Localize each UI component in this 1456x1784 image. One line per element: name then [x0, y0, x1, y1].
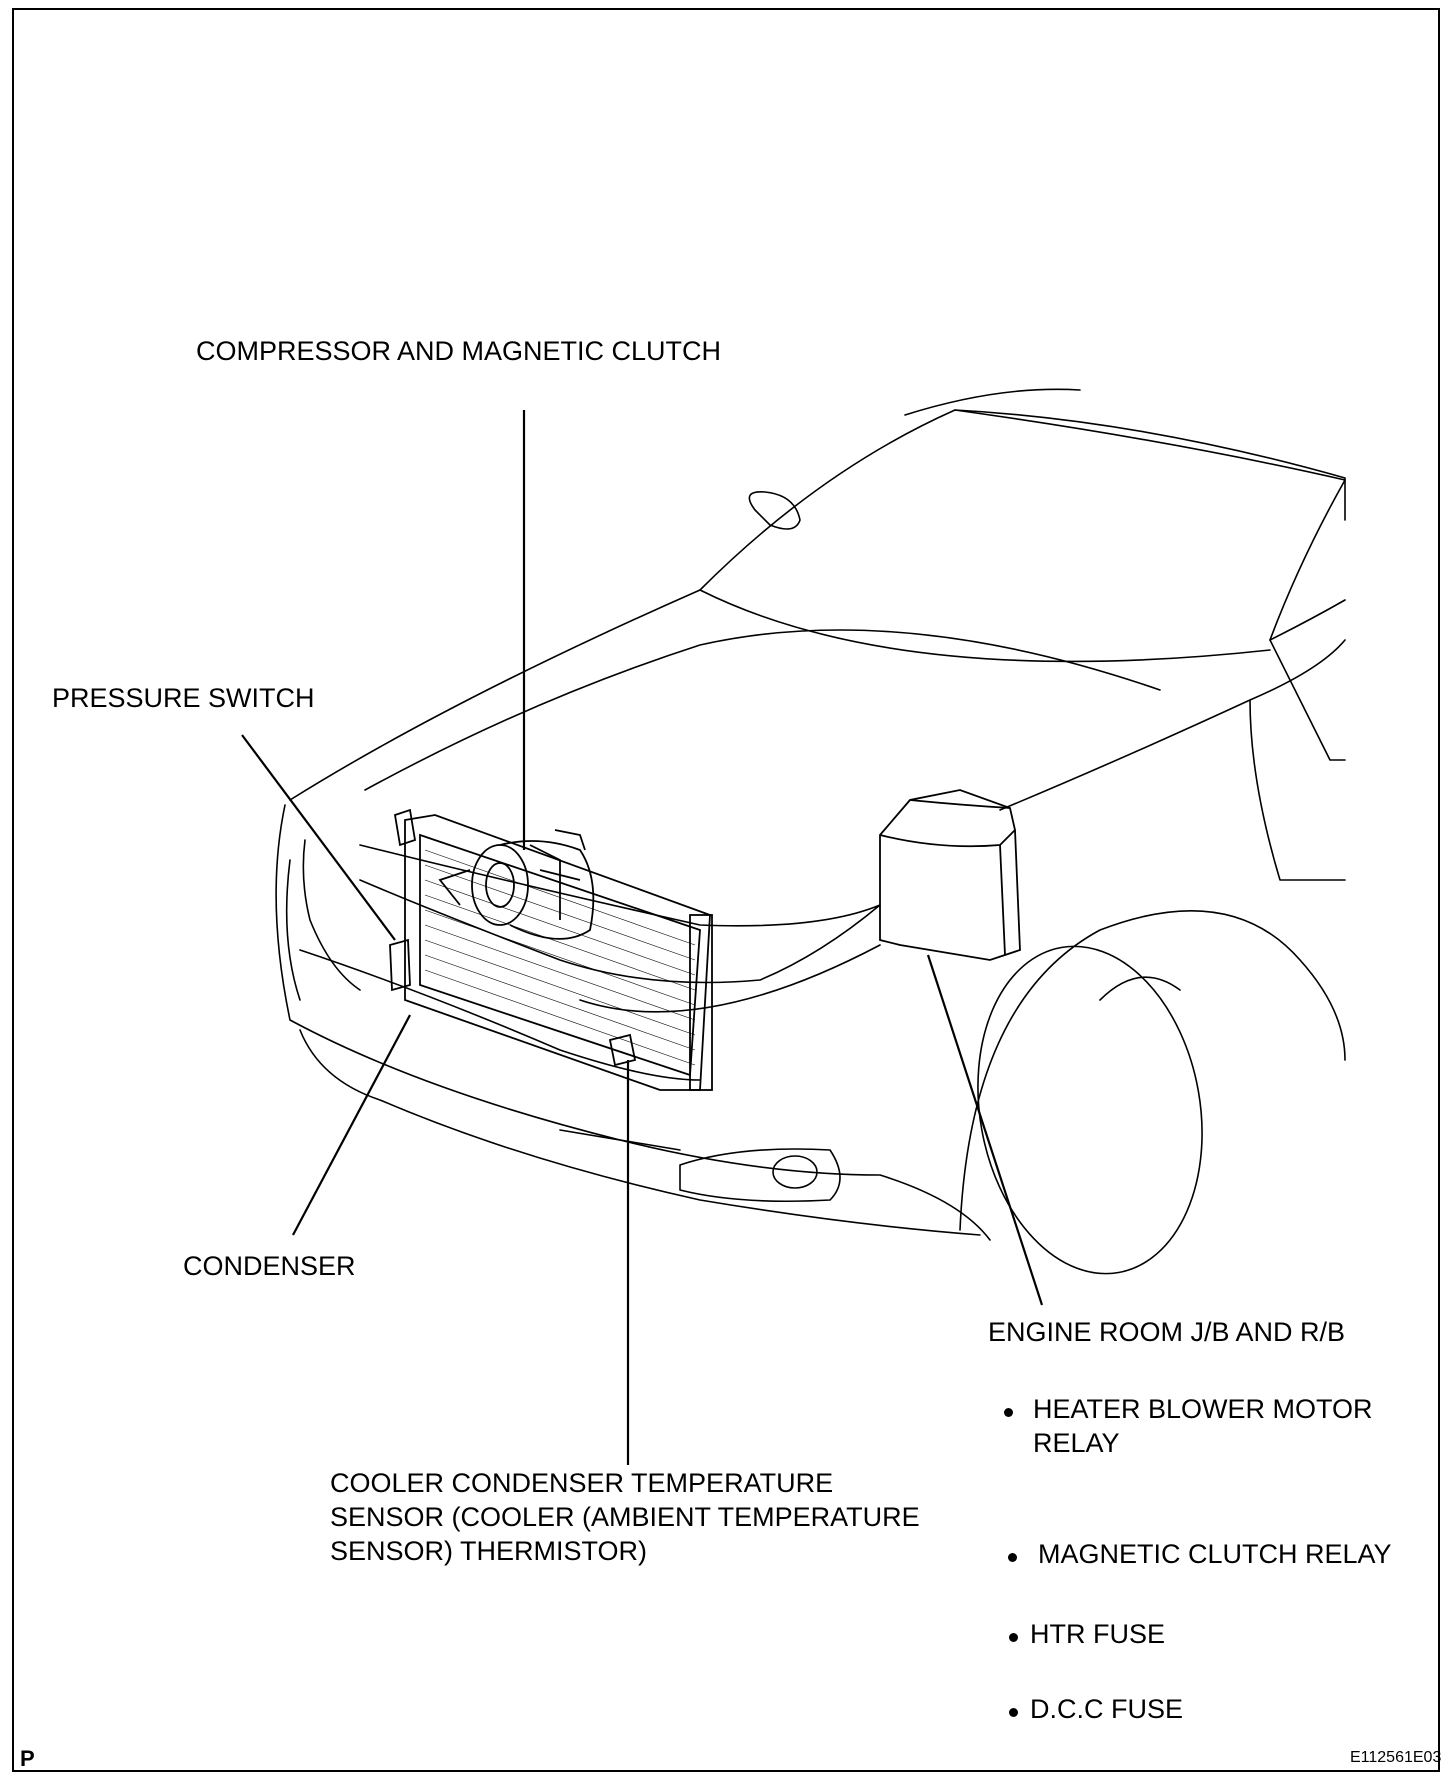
- label-engine-room: ENGINE ROOM J/B AND R/B: [988, 1317, 1346, 1347]
- wheel-arch: [959, 909, 1346, 1231]
- condenser-part: [389, 808, 713, 1091]
- bullet-dot: [1009, 1708, 1018, 1717]
- wheel: [977, 945, 1203, 1275]
- figure-id: E112561E03: [1350, 1749, 1442, 1766]
- corner-mark: P: [20, 1746, 35, 1771]
- hood-crease-2: [364, 629, 1161, 791]
- headlight: [359, 844, 881, 984]
- label-sensor: COOLER CONDENSER TEMPERATURE SENSOR (COO…: [330, 1468, 920, 1566]
- fog-lamp: [679, 1148, 841, 1203]
- diagram-frame: [12, 8, 1440, 1772]
- leader-engine-room: [926, 954, 1044, 1306]
- a-pillar: [1269, 479, 1346, 641]
- door-line: [1249, 699, 1346, 881]
- bullet-dot: [1008, 1553, 1017, 1562]
- label-pressure-switch: PRESSURE SWITCH: [52, 683, 315, 713]
- label-condenser: CONDENSER: [183, 1251, 356, 1281]
- front-fender: [999, 639, 1346, 811]
- hood-crease: [289, 589, 701, 801]
- leader-pressure-switch: [241, 734, 396, 941]
- item-magnetic-clutch-relay: MAGNETIC CLUTCH RELAY: [1038, 1539, 1392, 1569]
- hood-line: [699, 589, 1271, 663]
- leader-condenser: [292, 1014, 411, 1236]
- label-compressor: COMPRESSOR AND MAGNETIC CLUTCH: [196, 336, 722, 366]
- grille-outline: [302, 839, 361, 991]
- side-mirror: [748, 491, 801, 530]
- bullet-dot: [1009, 1633, 1018, 1642]
- compressor-part: [438, 829, 595, 940]
- item-htr-fuse: HTR FUSE: [1030, 1619, 1165, 1649]
- front-bumper: [275, 804, 991, 1241]
- junction-box-part: [879, 789, 1021, 961]
- windshield-outline: [699, 409, 1346, 591]
- roof-outline: [904, 388, 1081, 416]
- bumper-lower: [299, 1029, 981, 1236]
- item-heater-blower-relay: HEATER BLOWER MOTOR RELAY: [1033, 1394, 1373, 1458]
- item-dcc-fuse: D.C.C FUSE: [1030, 1694, 1184, 1724]
- windshield-top: [954, 409, 1346, 481]
- bullet-dot: [1004, 1408, 1013, 1417]
